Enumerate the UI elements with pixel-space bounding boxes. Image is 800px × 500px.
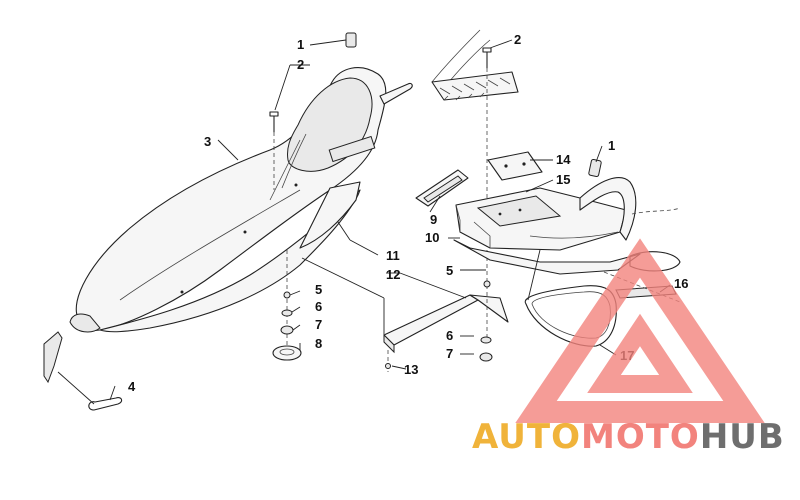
hood-vent-slot — [328, 135, 376, 163]
callout-6-left: 6 — [315, 299, 322, 314]
washer-5-right — [483, 280, 491, 288]
watermark-auto: AUTO — [472, 417, 581, 457]
vent-seal-9 — [415, 169, 469, 207]
nut-7-left — [280, 325, 294, 335]
hood-under-panel — [299, 181, 361, 249]
right-fastener-stack — [479, 280, 493, 362]
callout-6-right: 6 — [446, 328, 453, 343]
bracket-12-group — [301, 257, 509, 372]
hood-rear-fin — [379, 82, 413, 105]
console-tray-15 — [455, 177, 637, 251]
callout-13: 13 — [404, 362, 418, 377]
frame-fragment — [431, 29, 519, 101]
callout-9: 9 — [430, 212, 437, 227]
cap-left — [345, 32, 357, 48]
left-fastener-stack — [272, 250, 302, 361]
hood-tip — [69, 313, 101, 333]
callout-2-right: 2 — [514, 32, 521, 47]
pin-13 — [385, 363, 391, 369]
callout-12: 12 — [386, 267, 400, 282]
grommet-6-left — [281, 309, 293, 317]
washer-5-left — [283, 291, 291, 299]
cap-right — [588, 159, 602, 177]
hood-lower-shell — [99, 189, 361, 333]
callout-1-right: 1 — [608, 138, 615, 153]
callout-2-left: 2 — [297, 57, 304, 72]
svg-text:AUTOMOTOHUB: AUTOMOTOHUB — [472, 417, 785, 457]
callout-15: 15 — [556, 172, 570, 187]
bracket-12 — [383, 294, 479, 346]
callout-5-right: 5 — [446, 263, 453, 278]
watermark-triangle-icon — [515, 238, 765, 423]
grommet-8 — [272, 345, 302, 361]
screw-left — [269, 111, 279, 190]
hood-assembly — [69, 67, 413, 333]
callout-11: 11 — [386, 248, 400, 263]
watermark-hub: HUB — [700, 417, 785, 457]
callout-5-left: 5 — [315, 282, 322, 297]
callout-7-right: 7 — [446, 346, 453, 361]
callout-7-left: 7 — [315, 317, 322, 332]
clip-bracket — [43, 331, 63, 384]
callout-1-left: 1 — [297, 37, 304, 52]
grommet-6-right — [480, 336, 492, 344]
callout-14: 14 — [556, 152, 571, 167]
callout-layer — [109, 39, 671, 401]
callout-3: 3 — [204, 134, 211, 149]
callout-10: 10 — [425, 230, 439, 245]
watermark-moto: MOTO — [581, 417, 700, 457]
callout-16: 16 — [674, 276, 688, 291]
callout-8: 8 — [315, 336, 322, 351]
callout-4: 4 — [128, 379, 136, 394]
nut-7-right — [479, 352, 493, 362]
hood-clip — [43, 331, 123, 411]
watermark: AUTOMOTOHUB — [472, 238, 785, 457]
plate-14 — [487, 151, 543, 181]
